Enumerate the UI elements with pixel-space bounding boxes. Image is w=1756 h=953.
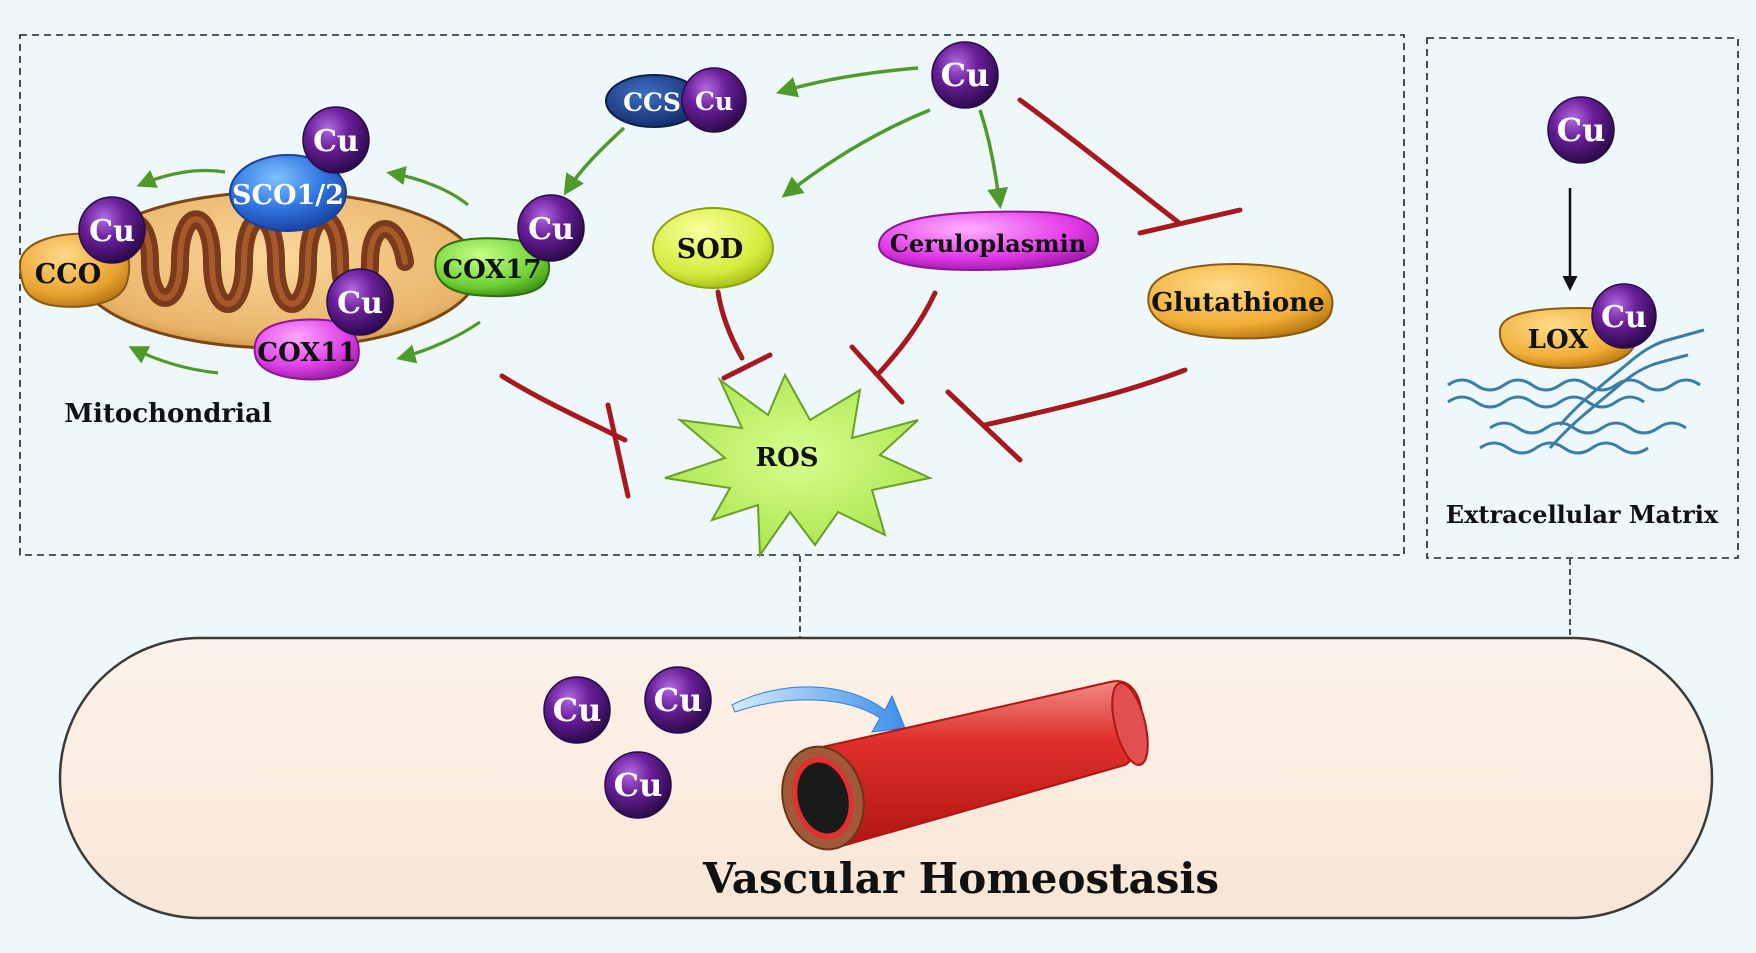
sod-label: SOD <box>677 234 743 265</box>
cellular-panel-border <box>19 34 1405 556</box>
glutathione-molecule: Glutathione <box>1147 263 1334 340</box>
cu-ion: Cu <box>1547 96 1615 164</box>
activation-arrows <box>563 66 1009 210</box>
sco-label: SCO1/2 <box>232 180 344 211</box>
sco-protein: SCO1/2 <box>229 154 347 232</box>
ros-star: ROS <box>664 372 934 559</box>
cu-label: Cu <box>941 56 990 94</box>
mito-flow-arrows <box>128 166 481 375</box>
cu-ion: Cu <box>644 666 712 734</box>
cox17-label: COX17 <box>442 255 541 285</box>
cu-ion: Cu <box>78 196 146 264</box>
cu-ion: Cu <box>931 41 999 109</box>
cox17-protein: COX17 <box>434 237 551 298</box>
cu-ion: Cu <box>302 106 370 174</box>
ecm-panel-border <box>1426 37 1739 559</box>
lox-label: LOX <box>1528 325 1589 355</box>
cu-label: Cu <box>614 766 663 804</box>
ecm-caption: Extracellular Matrix <box>1446 500 1719 529</box>
mitochondrial-caption: Mitochondrial <box>64 399 272 429</box>
cco-label: CCO <box>35 259 102 290</box>
ros-label: ROS <box>755 443 818 473</box>
collagen-fibers <box>1447 328 1705 455</box>
cu-label: Cu <box>654 681 703 719</box>
ceruloplasmin-label: Ceruloplasmin <box>890 229 1087 258</box>
cu-label: Cu <box>89 214 135 249</box>
cu-ion: Cu <box>543 676 611 744</box>
ccs-complex: CCS Cu <box>605 67 747 133</box>
cu-label: Cu <box>337 286 383 321</box>
glutathione-label: Glutathione <box>1151 288 1324 318</box>
cu-label: Cu <box>313 124 359 159</box>
vascular-homeostasis-title: Vascular Homeostasis <box>702 854 1219 903</box>
cu-ion: Cu <box>604 751 672 819</box>
cu-ion: Cu <box>517 194 585 262</box>
cu-ion: Cu <box>326 268 394 336</box>
cu-label: Cu <box>1557 111 1606 149</box>
sod-enzyme: SOD <box>652 207 774 289</box>
cu-label: Cu <box>1601 300 1647 335</box>
cox11-label: COX11 <box>257 338 356 368</box>
inhibition-lines <box>499 97 1243 499</box>
cu-label: Cu <box>695 87 733 116</box>
ccs-label: CCS <box>623 88 681 117</box>
cu-label: Cu <box>553 691 602 729</box>
cox11-protein: COX11 <box>253 318 360 381</box>
cu-label: Cu <box>528 212 574 247</box>
ceruloplasmin-protein: Ceruloplasmin <box>878 210 1099 272</box>
lox-enzyme: LOX Cu <box>1498 283 1657 370</box>
blood-vessel <box>781 680 1149 851</box>
